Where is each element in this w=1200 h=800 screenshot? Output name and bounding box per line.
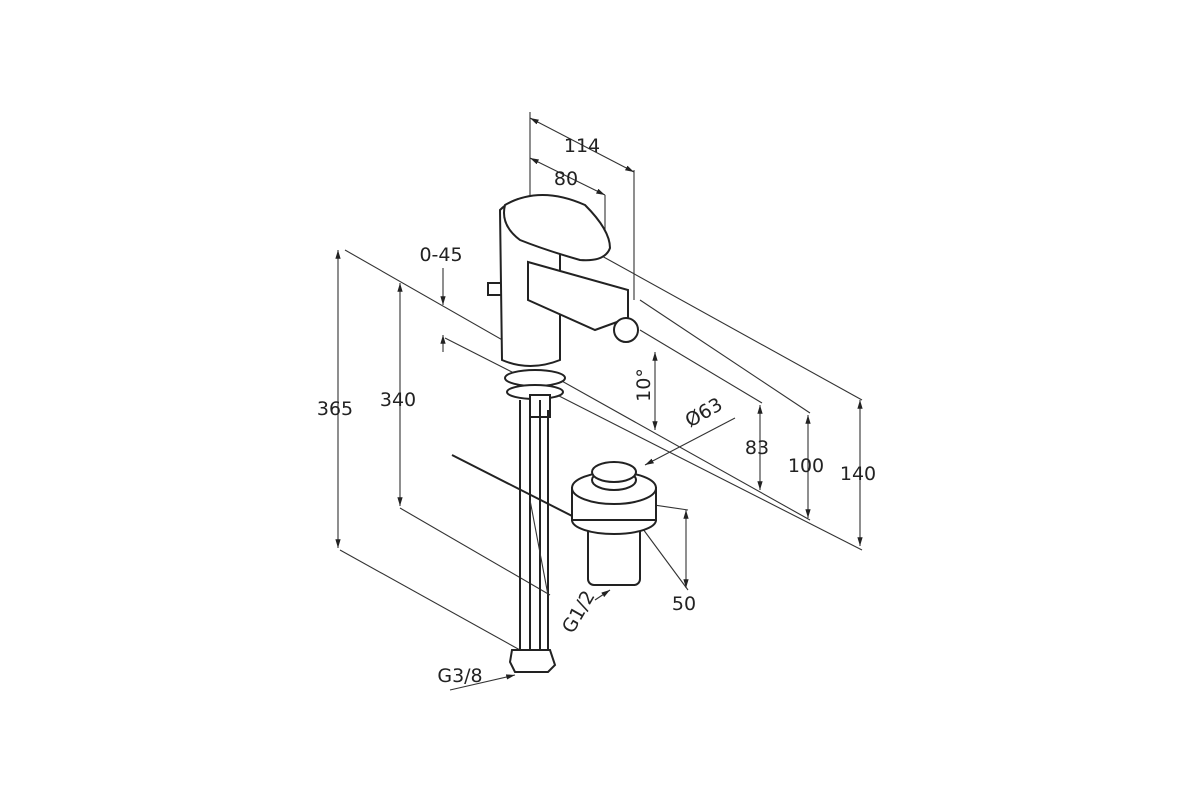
dim-80: 80: [554, 168, 578, 190]
thread-g3-8: G3/8: [437, 665, 482, 687]
dim-10-degree: 10°: [633, 368, 655, 402]
dim-0-45: 0-45: [419, 244, 462, 266]
dim-114: 114: [564, 135, 600, 157]
dim-83: 83: [745, 437, 769, 459]
dimension-lines: [335, 117, 863, 691]
dim-140: 140: [840, 463, 876, 485]
thread-g1-2: G1/2: [558, 587, 600, 637]
dim-100: 100: [788, 455, 824, 477]
dim-50: 50: [672, 593, 696, 615]
dim-365: 365: [317, 398, 353, 420]
supply-hoses: [451, 400, 581, 673]
faucet-body: [487, 194, 639, 418]
dim-340: 340: [380, 389, 416, 411]
pop-up-drain: [571, 461, 657, 586]
